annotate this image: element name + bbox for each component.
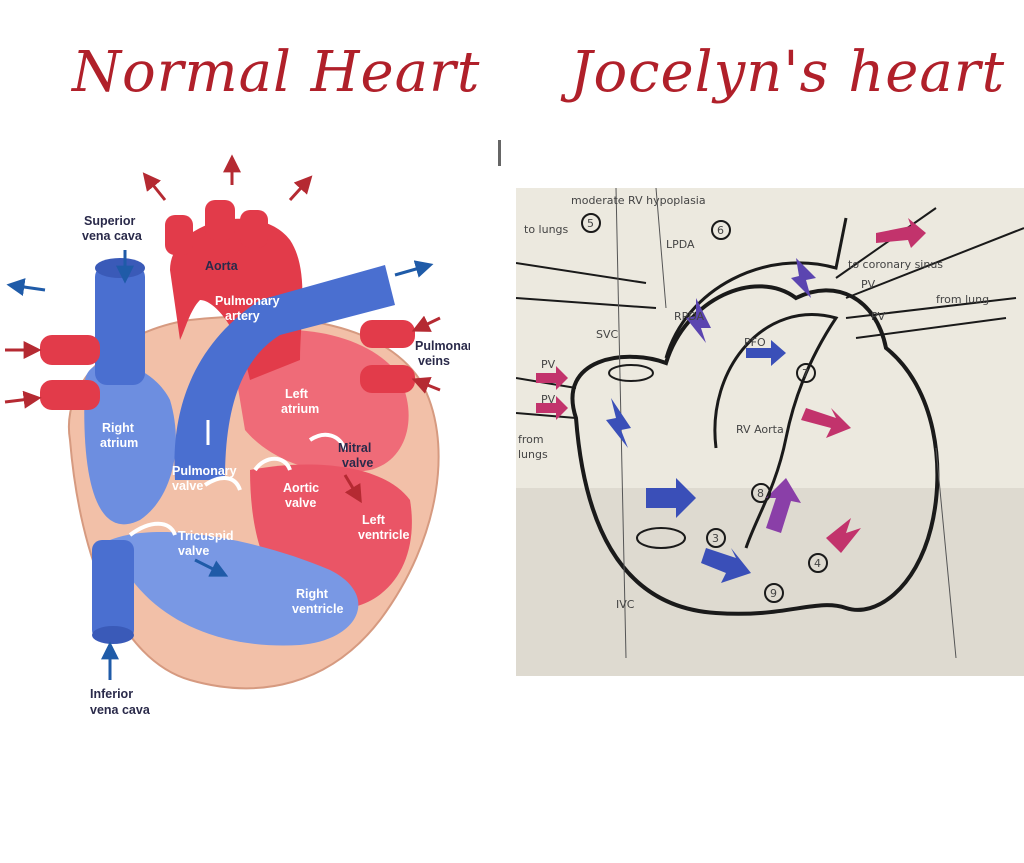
superior-vena-cava — [95, 265, 145, 385]
label-inferior-vena-cava-1: Inferior — [90, 687, 133, 701]
sketch-arrow-purple-1 — [766, 478, 801, 533]
label-aorta: Aorta — [205, 259, 239, 273]
sketch-arrow-purple-3 — [791, 258, 816, 298]
sketch-arrow-pink-3 — [536, 366, 568, 390]
sketch-label-to-coronary: to coronary sinus — [848, 258, 943, 271]
label-mitral-valve-1: Mitral — [338, 441, 371, 455]
sketch-aorta-arch — [664, 217, 848, 359]
label-right-atrium-1: Right — [102, 421, 135, 435]
inferior-vena-cava — [92, 540, 134, 640]
sketch-num-8: 8 — [757, 487, 764, 500]
label-right-ventricle-2: ventricle — [292, 602, 343, 616]
arrow-pv-right-1 — [411, 315, 441, 332]
sketch-label-pv-1: PV — [861, 278, 876, 291]
arrow-aorta-1 — [142, 172, 167, 201]
jocelyns-heart-sketch: 5 6 3 4 9 8 7 moderate RV hypoplasia to … — [516, 188, 1024, 676]
sketch-label-to-lungs: to lungs — [524, 223, 569, 236]
arrow-pv-right-2 — [411, 376, 441, 394]
sketch-num-6: 6 — [717, 224, 724, 237]
sketch-label-pv-left-2: PV — [541, 393, 556, 406]
sketch-num-3: 3 — [712, 532, 719, 545]
sketch-num-7: 7 — [802, 367, 809, 380]
sketch-num-9: 9 — [770, 587, 777, 600]
sketch-label-from-lungs-2: lungs — [518, 448, 548, 461]
label-pulmonary-artery-1: Pulmonary — [215, 294, 280, 308]
label-superior-vena-cava-1: Superior — [84, 214, 136, 228]
sketch-arrow-blue-4 — [746, 340, 786, 366]
label-aortic-valve-1: Aortic — [283, 481, 319, 495]
normal-heart-diagram: Superior vena cava Aorta Pulmonary arter… — [4, 154, 470, 717]
label-right-ventricle-1: Right — [296, 587, 329, 601]
sketch-arrow-pink-2 — [801, 408, 851, 438]
sketch-num-4: 4 — [814, 557, 821, 570]
label-pulmonary-veins-2: veins — [418, 354, 450, 368]
label-tricuspid-valve-2: valve — [178, 544, 209, 558]
title-jocelyns-heart: Jocelyn's heart — [570, 40, 1006, 105]
label-pulmonary-valve-1: Pulmonary — [172, 464, 237, 478]
sketch-label-pv-2: PV — [871, 310, 886, 323]
arrow-pv-left-2 — [4, 390, 42, 409]
sketch-label-moderate-rv: moderate RV hypoplasia — [571, 194, 706, 207]
sketch-label-pv-left-1: PV — [541, 358, 556, 371]
sketch-arrow-pink-1 — [826, 518, 861, 553]
sketch-label-from-lungs-1: from — [518, 433, 544, 446]
sketch-arrow-pink-5 — [876, 218, 926, 248]
label-pulmonary-veins-1: Pulmonary — [415, 339, 470, 353]
label-left-ventricle-1: Left — [362, 513, 386, 527]
tricuspid-valve — [128, 521, 177, 537]
text-cursor — [498, 140, 501, 166]
label-left-ventricle-2: ventricle — [358, 528, 409, 542]
sketch-arrow-blue-2 — [646, 478, 696, 518]
pulmonary-vein-left-2 — [40, 380, 100, 410]
pulmonary-artery — [174, 265, 395, 480]
pulmonary-vein-right-2 — [360, 365, 415, 393]
mitral-valve — [308, 432, 347, 451]
right-ventricle — [110, 531, 359, 646]
sketch-label-lpda: LPDA — [666, 238, 695, 251]
sketch-heart-outline — [570, 284, 940, 616]
arrow-rv — [194, 558, 229, 577]
sketch-arrow-blue-1 — [606, 398, 631, 448]
label-inferior-vena-cava-2: vena cava — [90, 703, 151, 717]
title-normal-heart: Normal Heart — [72, 40, 481, 105]
label-right-atrium-2: atrium — [100, 436, 138, 450]
arrow-lv — [343, 474, 362, 504]
arrow-pa-right — [394, 260, 434, 278]
label-tricuspid-valve-1: Tricuspid — [178, 529, 234, 543]
sketch-label-rv-aorta: RV Aorta — [736, 423, 784, 436]
aorta-branch-3 — [165, 215, 193, 255]
label-pulmonary-valve-2: valve — [172, 479, 203, 493]
sketch-label-rpda: RPDA — [674, 310, 705, 323]
sketch-label-from-lung: from lung — [936, 293, 989, 306]
label-mitral-valve-2: valve — [342, 456, 373, 470]
right-atrium — [84, 362, 176, 525]
pulmonary-vein-left-1 — [40, 335, 100, 365]
label-pulmonary-artery-2: artery — [225, 309, 260, 323]
aortic-valve — [253, 456, 292, 472]
pulmonary-valve — [203, 476, 242, 491]
label-left-atrium-1: Left — [285, 387, 309, 401]
sketch-label-svc: SVC — [596, 328, 619, 341]
sketch-label-pfo: PFO — [744, 336, 766, 349]
label-superior-vena-cava-2: vena cava — [82, 229, 143, 243]
sketch-arrow-pink-4 — [536, 396, 568, 420]
pulmonary-vein-right-1 — [360, 320, 415, 348]
aorta-branch-1 — [205, 200, 235, 240]
aorta-branch-2 — [240, 210, 268, 248]
label-left-atrium-2: atrium — [281, 402, 319, 416]
sketch-arrow-purple-2 — [686, 298, 711, 343]
arrow-pa-left — [6, 278, 46, 296]
label-aortic-valve-2: valve — [285, 496, 316, 510]
sketch-label-ivc: IVC — [616, 598, 635, 611]
sketch-num-5: 5 — [587, 217, 594, 230]
arrow-aorta-3 — [288, 175, 313, 202]
sketch-arrow-blue-3 — [701, 548, 751, 583]
